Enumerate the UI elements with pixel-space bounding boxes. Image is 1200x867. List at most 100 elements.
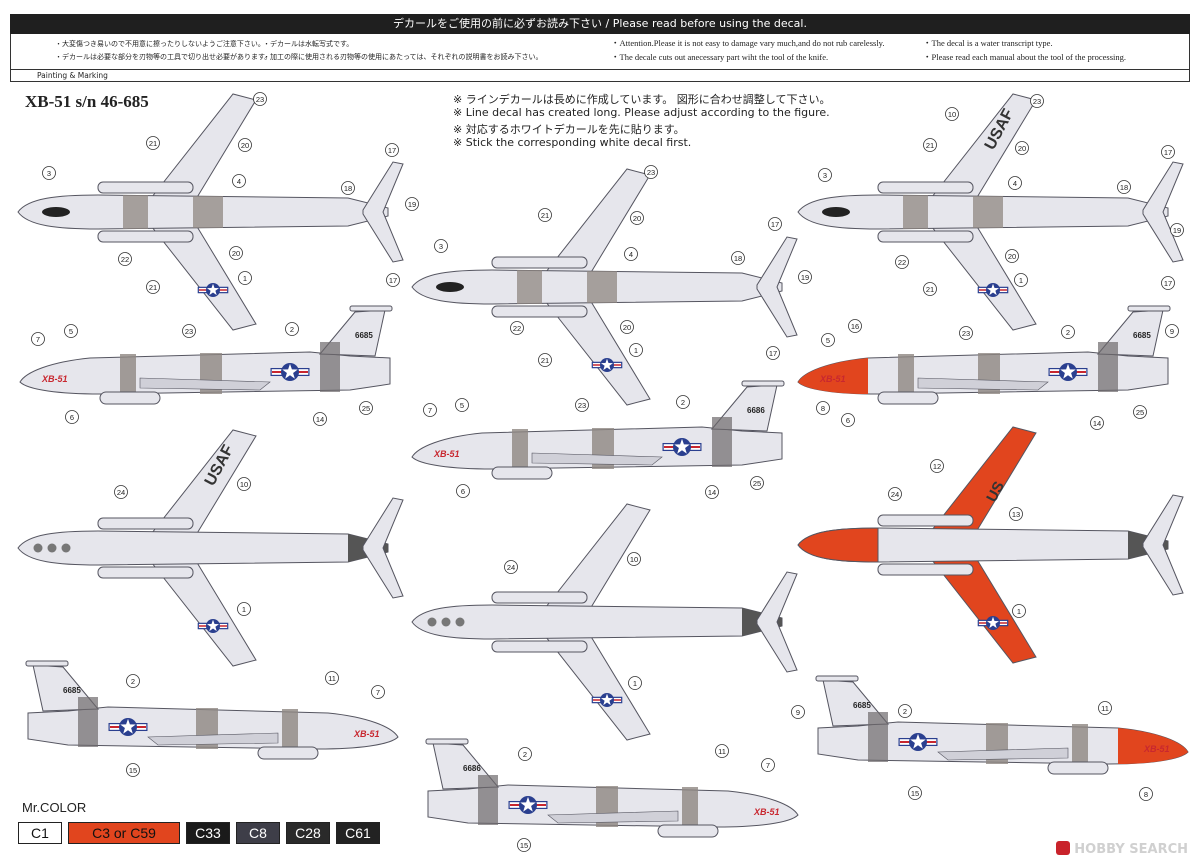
callout-circle [64, 324, 78, 338]
callout-2: 2 [898, 704, 912, 718]
callout-1: 1 [1014, 273, 1028, 287]
note-jp-4: ・加工の際に使用される刃物等の使用にあたっては、それぞれの説明書をお読み下さい。 [263, 53, 543, 61]
engine-pod [491, 466, 553, 480]
insignia-star [674, 438, 690, 454]
callout-18: 18 [731, 251, 745, 265]
callout-number: 3 [47, 169, 51, 178]
callout-circle [118, 252, 132, 266]
callout-18: 18 [341, 181, 355, 195]
callout-19: 19 [405, 197, 419, 211]
callout-number: 18 [344, 184, 352, 193]
tail-plane [362, 161, 404, 263]
t-tail [25, 660, 69, 667]
callout-17: 17 [1161, 145, 1175, 159]
callout-circle [31, 332, 45, 346]
callout-23: 23 [575, 398, 589, 412]
serial-number: 6685 [1133, 331, 1151, 340]
callout-number: 16 [851, 322, 859, 331]
callout-number: 25 [753, 479, 761, 488]
callout-15: 15 [908, 786, 922, 800]
callout-25: 25 [1133, 405, 1147, 419]
callout-2: 2 [285, 322, 299, 336]
callout-number: 2 [290, 325, 294, 334]
callout-5: 5 [821, 333, 835, 347]
tail-plane [1142, 161, 1184, 263]
callout-number: 21 [926, 285, 934, 294]
callout-circle [518, 747, 532, 761]
callout-number: 4 [1013, 179, 1017, 188]
t-tail [815, 675, 859, 682]
callout-circle [238, 138, 252, 152]
porthole [455, 617, 465, 627]
callout-circle [1161, 276, 1175, 290]
callout-number: 20 [1008, 252, 1016, 261]
fuselage-band [120, 354, 136, 394]
tail-plane [362, 497, 404, 599]
callout-22: 22 [510, 321, 524, 335]
callout-circle [761, 758, 775, 772]
callout-5: 5 [455, 398, 469, 412]
upper-engine-pod [97, 517, 194, 530]
callout-9: 9 [1165, 324, 1179, 338]
callout-10: 10 [627, 552, 641, 566]
wing-side [139, 377, 271, 391]
watermark: HOBBY SEARCH [1056, 841, 1188, 857]
callout-11: 11 [1098, 701, 1112, 715]
callout-circle [538, 353, 552, 367]
callout-number: 5 [826, 336, 830, 345]
callout-number: 2 [903, 707, 907, 716]
aircraft-serial-title: XB-51 s/n 46-685 [25, 92, 149, 111]
fuselage-band [512, 429, 528, 469]
callout-circle [676, 395, 690, 409]
callout-circle [65, 410, 79, 424]
callout-number: 19 [801, 273, 809, 282]
swatch-c61: C61 [336, 822, 380, 844]
top-view-3: USAF [797, 93, 1184, 331]
fuselage-band [587, 271, 617, 303]
fuselage-band [973, 196, 1003, 228]
callout-circle [1015, 141, 1029, 155]
callout-number: 18 [1120, 183, 1128, 192]
callout-21: 21 [538, 353, 552, 367]
tail-band [478, 775, 498, 825]
header-banner: デカールをご使用の前に必ずお読み下さい / Please read before… [10, 14, 1190, 34]
callout-number: 21 [149, 139, 157, 148]
callout-number: 22 [898, 258, 906, 267]
callout-25: 25 [359, 401, 373, 415]
callout-2: 2 [126, 674, 140, 688]
porthole [61, 543, 71, 553]
callout-circle [237, 602, 251, 616]
callout-circle [1161, 145, 1175, 159]
callout-20: 20 [238, 138, 252, 152]
callout-number: 21 [541, 356, 549, 365]
t-tail [425, 738, 469, 745]
tail-plane [756, 571, 798, 673]
callout-17: 17 [766, 346, 780, 360]
callout-number: 12 [933, 462, 941, 471]
callout-circle [644, 165, 658, 179]
callout-19: 19 [798, 270, 812, 284]
callout-number: 17 [388, 146, 396, 155]
callout-circle [126, 763, 140, 777]
wing-side [917, 377, 1049, 391]
callout-number: 24 [117, 488, 125, 497]
top-view-body [17, 93, 404, 331]
callout-number: 8 [821, 404, 825, 413]
callout-circle [923, 282, 937, 296]
callout-number: 4 [237, 177, 241, 186]
callout-circle [146, 280, 160, 294]
star-insignia-icon [197, 619, 229, 633]
callout-5: 5 [64, 324, 78, 338]
notes-box: ・大変傷つき易いので不用意に擦ったりしないようご注意下さい。 ・デカールは必要な… [10, 34, 1190, 70]
top-view-body: US [797, 426, 1184, 664]
callout-4: 4 [1008, 176, 1022, 190]
nose-marking: XB-51 [433, 449, 460, 459]
callout-number: 23 [1033, 97, 1041, 106]
callout-number: 3 [439, 242, 443, 251]
insignia-star [987, 283, 999, 296]
callout-21: 21 [146, 280, 160, 294]
insignia-star [120, 718, 136, 734]
red-nose [1118, 728, 1188, 764]
